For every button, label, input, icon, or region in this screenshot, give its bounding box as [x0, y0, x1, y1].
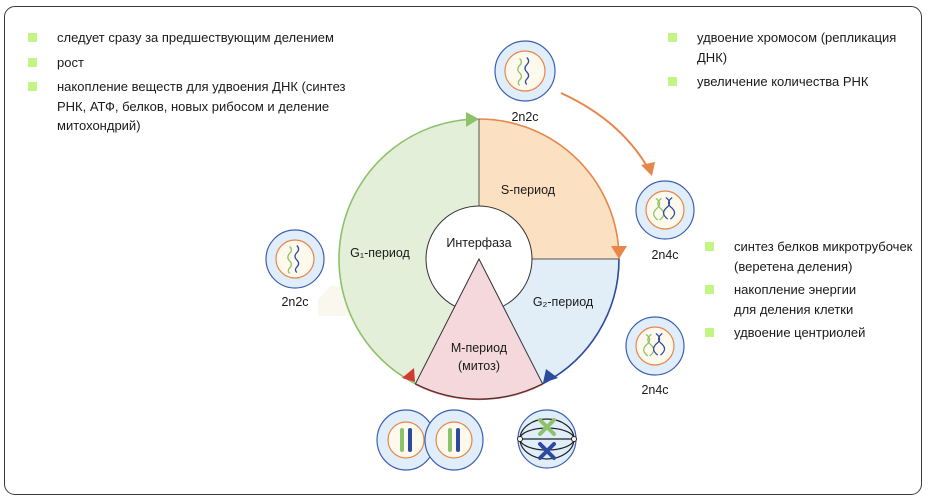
bullet-icon: [705, 328, 714, 337]
g1-note: накопление веществ для удвоения ДНК (син…: [28, 77, 347, 136]
note-text: накопление веществ для удвоения ДНК (син…: [57, 79, 346, 133]
note-text: удвоение хромосом (репликация ДНК): [697, 30, 897, 65]
note-text: удвоение центриолей: [734, 325, 866, 340]
cell-2n2c-s-start: 2n2c: [494, 40, 556, 124]
s-notes-list: удвоение хромосом (репликация ДНК) увели…: [668, 28, 918, 97]
m-triangle: [414, 257, 544, 400]
dividing-cells-icon: [376, 409, 484, 471]
metaphase-cell-icon: [517, 409, 577, 469]
g2-note: удвоение центриолей: [705, 323, 920, 343]
replication-arrowhead-icon: [641, 162, 655, 176]
cell-formula: 2n2c: [511, 110, 538, 124]
s-arc: [478, 118, 620, 260]
g1-note: рост: [28, 53, 368, 73]
g1-arrowhead-icon: [466, 112, 479, 127]
cell-formula: 2n4c: [651, 248, 678, 262]
note-text: увеличение количества РНК: [697, 74, 869, 89]
g1-label: G₁-период: [350, 246, 410, 260]
m-arrowhead-icon: [402, 368, 415, 382]
g2-note: синтез белков микротрубочек (веретена де…: [705, 237, 920, 276]
s-note: увеличение количества РНК: [668, 72, 918, 92]
g1-note: следует сразу за предшествующим делением: [28, 28, 368, 48]
note-text: следует сразу за предшествующим делением: [57, 30, 334, 45]
cell-2n4c-s-end: 2n4c: [635, 180, 695, 262]
s-label: S-период: [501, 183, 556, 197]
bullet-icon: [28, 57, 37, 67]
interphase-label: Интерфаза: [446, 236, 511, 250]
cell-2n2c-g1: 2n2c: [265, 229, 325, 309]
note-text: накопление энергии для деления клетки: [734, 282, 857, 317]
cell-formula: 2n2c: [281, 295, 308, 309]
g2-arc: [542, 258, 620, 385]
bullet-icon: [668, 33, 677, 42]
bullet-icon: [705, 242, 714, 251]
m-label: М-период: [451, 341, 508, 355]
g1-arc: [338, 118, 480, 385]
cell-formula: 2n4c: [641, 383, 668, 397]
m-sublabel: (митоз): [458, 359, 500, 373]
bullet-icon: [28, 82, 37, 91]
cell-2n4c-g2: 2n4c: [625, 316, 685, 397]
g2-notes-list: синтез белков микротрубочек (веретена де…: [705, 237, 920, 347]
g1-notes-list: следует сразу за предшествующим делением…: [28, 28, 368, 141]
s-arrowhead-icon: [611, 246, 627, 259]
replication-arrow: [560, 92, 649, 169]
note-text: синтез белков микротрубочек (веретена де…: [734, 239, 913, 274]
g1-sector: [339, 119, 479, 384]
g2-note: накопление энергии для деления клетки: [705, 280, 874, 319]
bullet-icon: [668, 77, 677, 86]
g2-arrowhead-icon: [543, 369, 558, 383]
s-note: удвоение хромосом (репликация ДНК): [668, 28, 918, 67]
bullet-icon: [705, 285, 714, 294]
bullet-icon: [28, 33, 37, 42]
diagram-frame: [4, 6, 922, 495]
note-text: рост: [57, 54, 84, 70]
g2-label: G₂-период: [533, 295, 594, 309]
